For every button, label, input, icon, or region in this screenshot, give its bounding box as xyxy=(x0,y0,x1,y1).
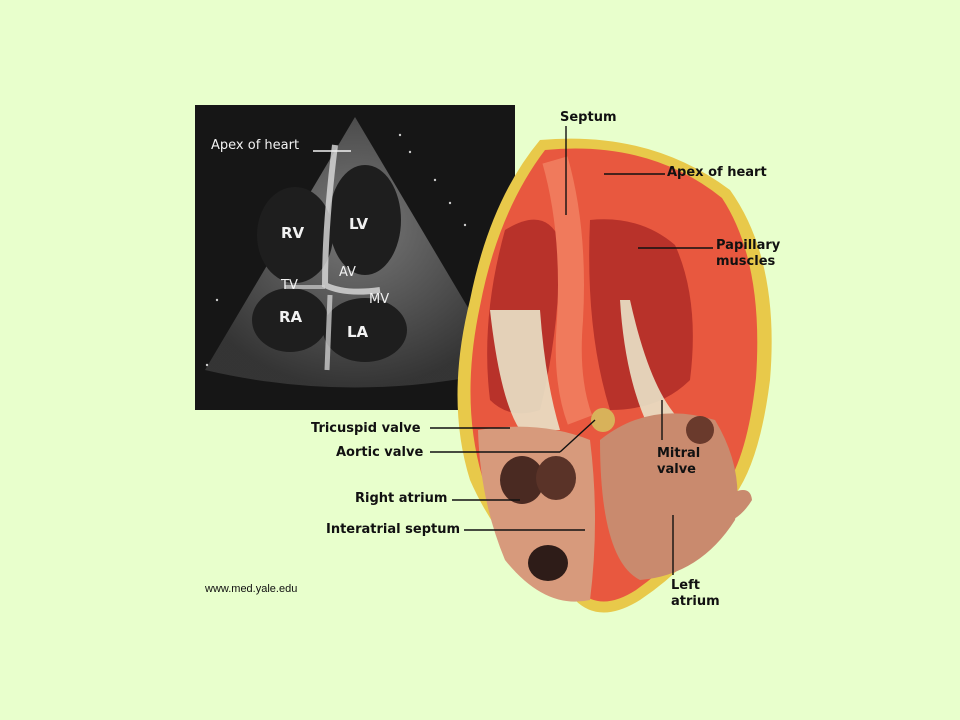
echo-lv-label: LV xyxy=(349,215,369,233)
echo-la-label: LA xyxy=(347,323,369,341)
echo-apex-label: Apex of heart xyxy=(211,138,300,153)
echo-scan-graphic xyxy=(205,117,505,388)
label-interatrial-septum: Interatrial septum xyxy=(326,522,461,537)
echo-rv-label: RV xyxy=(281,224,305,242)
label-left-atrium-line2: atrium xyxy=(671,594,720,609)
echocardiogram-image: Apex of heart RV LV AV TV MV RA LA xyxy=(195,105,515,410)
label-mitral-line2: valve xyxy=(657,462,696,477)
label-aortic-valve: Aortic valve xyxy=(336,445,424,460)
source-credit: www.med.yale.edu xyxy=(205,583,298,595)
label-papillary-line2: muscles xyxy=(716,254,776,269)
label-mitral-line1: Mitral xyxy=(657,446,701,461)
label-left-atrium-line1: Left xyxy=(671,578,700,593)
echo-av-label: AV xyxy=(339,265,356,280)
echo-ra-label: RA xyxy=(279,308,303,326)
echo-mv-label: MV xyxy=(369,292,390,307)
echo-tv-label: TV xyxy=(281,278,298,293)
label-septum: Septum xyxy=(560,110,617,125)
label-apex-of-heart: Apex of heart xyxy=(667,165,767,180)
label-tricuspid-valve: Tricuspid valve xyxy=(311,421,421,436)
label-papillary-line1: Papillary xyxy=(716,238,781,253)
label-right-atrium: Right atrium xyxy=(355,491,448,506)
